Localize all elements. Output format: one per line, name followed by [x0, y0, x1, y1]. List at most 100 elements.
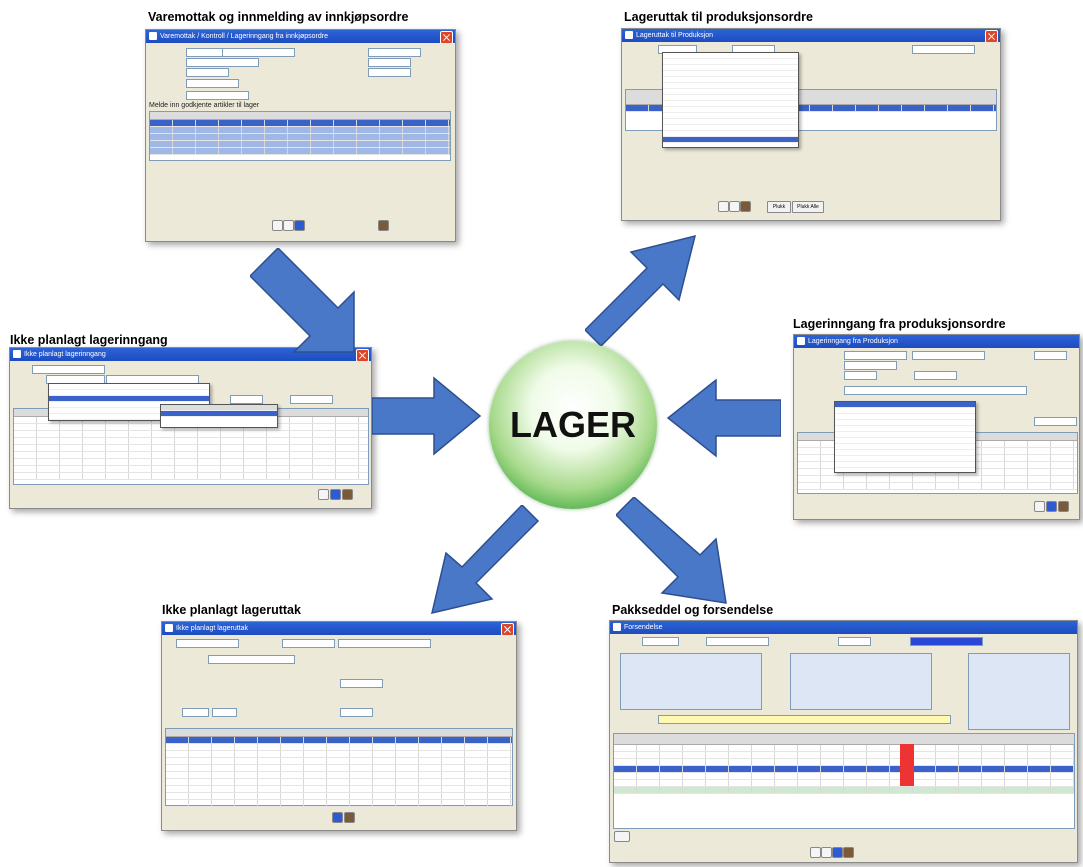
table-row[interactable] — [14, 431, 368, 438]
list-item[interactable] — [49, 414, 209, 420]
list-item[interactable] — [663, 95, 798, 101]
shield-icon[interactable] — [729, 201, 740, 212]
sted-field[interactable] — [186, 58, 259, 67]
table-row[interactable] — [166, 751, 512, 758]
nav-icon[interactable] — [614, 831, 630, 842]
list-item[interactable] — [49, 390, 209, 396]
help-icon[interactable] — [832, 847, 843, 858]
help-icon[interactable] — [332, 812, 343, 823]
table-row[interactable] — [614, 759, 1074, 766]
table-row[interactable] — [14, 459, 368, 466]
list-item[interactable] — [835, 402, 975, 408]
list-item[interactable] — [161, 405, 277, 411]
list-item[interactable] — [663, 59, 798, 65]
sted-field[interactable] — [844, 351, 907, 360]
status-field[interactable] — [910, 637, 983, 646]
table-row[interactable] — [166, 765, 512, 772]
table-row[interactable] — [150, 141, 450, 148]
list-item[interactable] — [663, 125, 798, 131]
list-item[interactable] — [49, 384, 209, 390]
exit-icon[interactable] — [740, 201, 751, 212]
ordretekst-field[interactable] — [912, 45, 975, 54]
ordrekontakt-field[interactable] — [186, 68, 229, 77]
artikkel-field[interactable] — [844, 386, 1027, 395]
table-row[interactable] — [14, 466, 368, 473]
table-row[interactable] — [614, 745, 1074, 752]
beholdning-field[interactable] — [340, 708, 373, 717]
leverandor-field[interactable] — [706, 637, 769, 646]
table-row[interactable] — [14, 452, 368, 459]
table-row[interactable] — [166, 793, 512, 800]
table-row[interactable] — [166, 786, 512, 793]
ordrenr-field[interactable] — [186, 48, 223, 57]
table-row[interactable] — [150, 120, 450, 127]
shield-icon[interactable] — [1034, 501, 1045, 512]
table-row[interactable] — [166, 744, 512, 751]
preview-icon[interactable] — [718, 201, 729, 212]
list-item[interactable] — [663, 101, 798, 107]
list-item[interactable] — [835, 456, 975, 462]
mottatt-field[interactable] — [368, 68, 411, 77]
antall-field[interactable] — [1034, 417, 1077, 426]
table-row[interactable] — [614, 773, 1074, 780]
table-row[interactable] — [614, 766, 1074, 773]
list-item[interactable] — [49, 396, 209, 402]
innkjoper-field[interactable] — [186, 91, 249, 100]
table-row[interactable] — [166, 800, 512, 807]
table-row[interactable] — [166, 779, 512, 786]
table-row[interactable] — [166, 737, 512, 744]
prosjekt-field[interactable] — [368, 48, 421, 57]
close-icon[interactable] — [440, 31, 453, 43]
table-row[interactable] — [14, 473, 368, 480]
list-item[interactable] — [663, 71, 798, 77]
plukk-button[interactable]: Plukk — [767, 201, 791, 213]
kommentar-field[interactable] — [658, 715, 951, 724]
lager-popup[interactable] — [160, 404, 278, 428]
table-row[interactable] — [798, 476, 1077, 483]
list-item[interactable] — [835, 426, 975, 432]
table-row[interactable] — [150, 134, 450, 141]
help-icon[interactable] — [330, 489, 341, 500]
table-row[interactable] — [614, 787, 1074, 794]
table-row[interactable] — [614, 752, 1074, 759]
list-item[interactable] — [663, 83, 798, 89]
close-icon[interactable] — [356, 349, 369, 361]
help-icon[interactable] — [1046, 501, 1057, 512]
table-row[interactable] — [166, 772, 512, 779]
list-item[interactable] — [663, 119, 798, 125]
table-row[interactable] — [166, 758, 512, 765]
list-item[interactable] — [835, 444, 975, 450]
list-item[interactable] — [835, 414, 975, 420]
prosjekt-field[interactable] — [208, 655, 295, 664]
list-item[interactable] — [663, 65, 798, 71]
forsendelse-grid[interactable] — [613, 733, 1075, 829]
forsendelse-nr-field[interactable] — [642, 637, 679, 646]
ordre-dropdown-list[interactable] — [662, 52, 799, 148]
table-row[interactable] — [614, 780, 1074, 787]
leverandor-ref-field[interactable] — [186, 79, 239, 88]
exit-icon[interactable] — [843, 847, 854, 858]
status-field[interactable] — [914, 371, 957, 380]
lager-field[interactable] — [212, 708, 237, 717]
list-item[interactable] — [49, 402, 209, 408]
ordrekode-field[interactable] — [844, 361, 897, 370]
table-row[interactable] — [150, 148, 450, 155]
shield-icon[interactable] — [283, 220, 294, 231]
exit-icon[interactable] — [378, 220, 389, 231]
preview-icon[interactable] — [810, 847, 821, 858]
beholdning-field[interactable] — [230, 395, 263, 404]
plukk-alle-button[interactable]: Plukk Alle — [792, 201, 824, 213]
varemottak-grid[interactable] — [149, 111, 451, 161]
bygning-field[interactable] — [182, 708, 209, 717]
ordrenr-field[interactable] — [838, 637, 871, 646]
exit-icon[interactable] — [342, 489, 353, 500]
close-icon[interactable] — [985, 30, 998, 42]
ordrenr-field[interactable] — [844, 371, 877, 380]
table-row[interactable] — [14, 438, 368, 445]
list-item[interactable] — [663, 77, 798, 83]
leverandor-field[interactable] — [222, 48, 295, 57]
list-item[interactable] — [161, 411, 277, 417]
close-icon[interactable] — [501, 623, 514, 635]
preview-icon[interactable] — [272, 220, 283, 231]
shield-icon[interactable] — [318, 489, 329, 500]
